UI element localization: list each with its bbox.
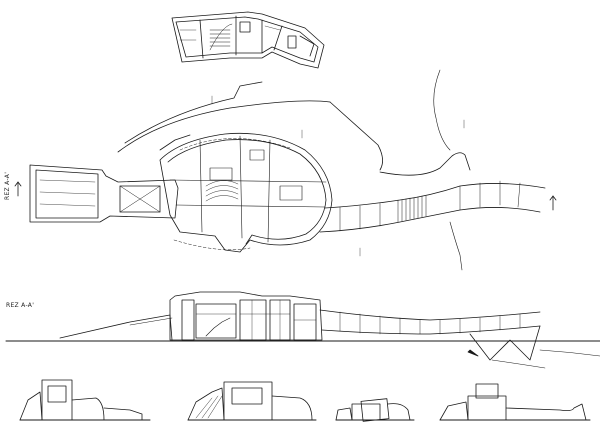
ground-floor-plan [15,70,556,270]
section-label-plan: REZ A-A' [4,171,11,200]
elevation-4 [440,384,590,420]
upper-floor-plan [172,12,324,68]
elevation-2 [188,382,316,420]
elevation-1 [20,380,150,420]
elevation-3 [336,399,414,422]
section-label-elevation: REZ A-A' [6,302,35,309]
section-elevation [6,292,600,368]
